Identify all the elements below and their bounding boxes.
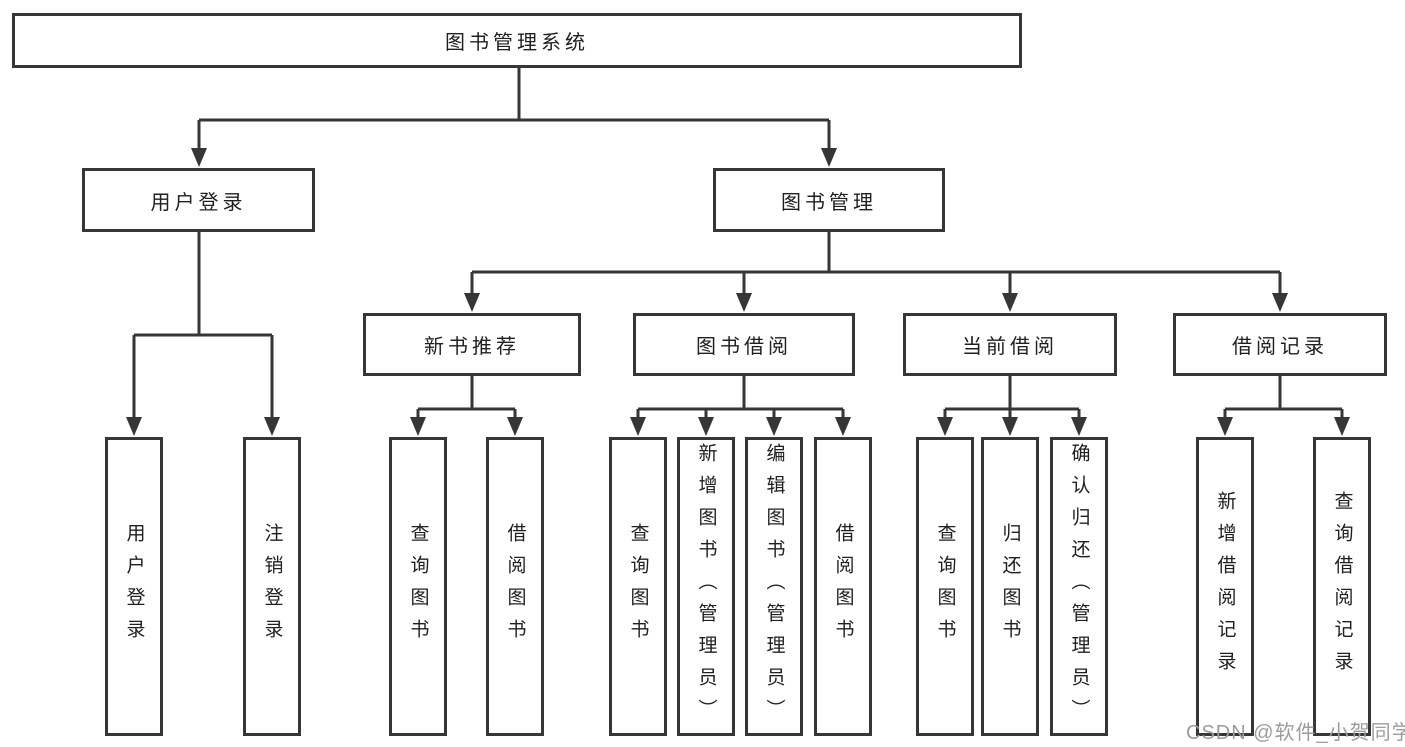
node-current-borrowing: 当前借阅 bbox=[903, 313, 1117, 376]
leaf-user-login: 用户登录 bbox=[105, 437, 163, 736]
node-library-system: 图书管理系统 bbox=[12, 13, 1022, 68]
leaf-query-books-2: 查询图书 bbox=[609, 437, 667, 736]
leaf-return-books: 归还图书 bbox=[981, 437, 1039, 736]
leaf-add-borrow-record: 新增借阅记录 bbox=[1196, 437, 1254, 736]
leaf-logout: 注销登录 bbox=[243, 437, 301, 736]
leaf-add-books-admin: 新增图书（管理员） bbox=[677, 437, 735, 736]
node-book-borrowing: 图书借阅 bbox=[633, 313, 855, 376]
arrowhead-icons bbox=[126, 148, 1350, 436]
node-book-management: 图书管理 bbox=[713, 168, 945, 232]
leaf-query-books-3: 查询图书 bbox=[916, 437, 974, 736]
leaf-confirm-return-admin: 确认归还（管理员） bbox=[1050, 437, 1108, 736]
leaf-query-books-1: 查询图书 bbox=[389, 437, 447, 736]
leaf-edit-books-admin: 编辑图书（管理员） bbox=[745, 437, 803, 736]
node-user-login: 用户登录 bbox=[82, 168, 315, 232]
leaf-borrow-books-2: 借阅图书 bbox=[814, 437, 872, 736]
node-borrow-records: 借阅记录 bbox=[1173, 313, 1387, 376]
watermark: CSDN @软件_小贺同学 bbox=[1186, 722, 1405, 744]
leaf-borrow-books-1: 借阅图书 bbox=[486, 437, 544, 736]
node-new-book-recommend: 新书推荐 bbox=[363, 313, 581, 376]
leaf-query-borrow-record: 查询借阅记录 bbox=[1313, 437, 1371, 736]
